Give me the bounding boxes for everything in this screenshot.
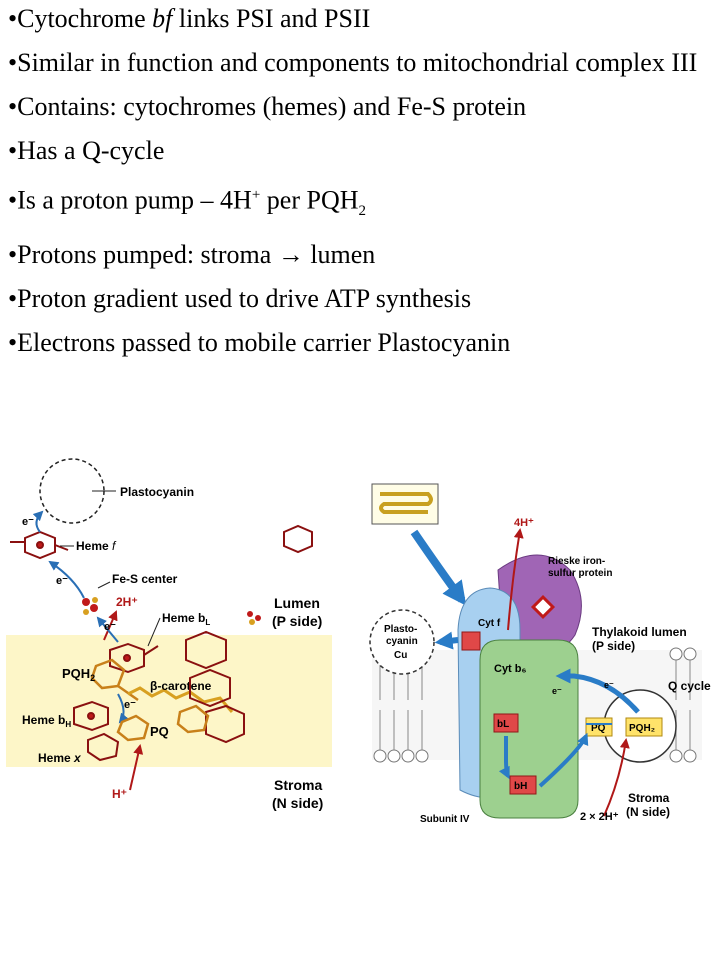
inset-arrow (410, 529, 467, 606)
cyt-b6-label: Cyt b₆ (494, 663, 527, 675)
stroma-label-right: Stroma (628, 791, 670, 805)
e-label-2: e⁻ (56, 575, 68, 587)
bullet-4: •Has a Q-cycle (8, 136, 165, 165)
two-x-two-h-label: 2 × 2H⁺ (580, 811, 619, 823)
heme-x-label: Heme x (38, 751, 82, 765)
h-plus-label: H⁺ (112, 787, 127, 801)
bullet-1: •Cytochrome bf links PSI and PSII (8, 4, 371, 33)
bullet-7: •Proton gradient used to drive ATP synth… (8, 283, 472, 313)
bh-label: bH (514, 781, 527, 792)
p-side-label: (P side) (272, 613, 322, 629)
n-side-label-right: (N side) (626, 805, 670, 819)
rieske-label-1: Rieske iron- (548, 556, 605, 567)
bullet-3: •Contains: cytochromes (hemes) and Fe-S … (8, 92, 527, 121)
n-side-label: (N side) (272, 795, 323, 811)
pqh2-label: PQH2 (62, 666, 95, 683)
carotene-label: β-carotene (150, 679, 212, 693)
fes-center-icon (82, 597, 98, 615)
stroma-label: Stroma (274, 777, 322, 793)
pq-icon (116, 714, 150, 742)
lumen-label: Lumen (274, 595, 320, 611)
heme-bh-icon (73, 700, 109, 732)
bullet-list: •Cytochrome bf links PSI and PSII •Simil… (8, 4, 713, 372)
bullet-2: •Similar in function and components to m… (8, 48, 698, 77)
e-label-4: e⁻ (124, 699, 136, 711)
plasto-label-2: cyanin (386, 636, 418, 647)
heme-f-icon (10, 530, 69, 560)
four-h-label: 4H⁺ (514, 517, 534, 529)
bullet-6: •Protons pumped: stroma → lumen (8, 239, 376, 269)
heme-bl-label: Heme bL (162, 611, 210, 627)
plasto-label-1: Plasto- (384, 624, 417, 635)
cyt-f-label: Cyt f (478, 618, 501, 629)
e-label-right-2: e⁻ (604, 680, 614, 690)
heme-x-icon (87, 732, 120, 762)
pq-label: PQ (150, 724, 169, 739)
q-cycle-label: Q cycle (668, 679, 711, 693)
e-label-1: e⁻ (22, 516, 34, 528)
pqh2-box-label: PQH₂ (629, 723, 655, 734)
heme-bh-label: Heme bH (22, 713, 71, 729)
e-label-3: e⁻ (104, 621, 116, 633)
right-figure: Rieske iron- sulfur protein Cyt f Cyt b₆… (369, 483, 711, 825)
plastocyanin-circle-right (369, 609, 435, 675)
fes-label: Fe-S center (112, 572, 178, 586)
left-figure: Plastocyanin Heme f e⁻ e⁻ Fe-S center 2H… (6, 458, 332, 811)
subunit-iv-label: Subunit IV (420, 814, 470, 825)
carotene-chain (127, 686, 234, 713)
bullet-8: •Electrons passed to mobile carrier Plas… (8, 327, 511, 357)
two-h-label: 2H⁺ (116, 595, 138, 609)
heme-cluster-right (185, 524, 313, 744)
e-label-right-1: e⁻ (552, 686, 562, 696)
bl-label: bL (497, 719, 509, 730)
plasto-label-3: Cu (394, 650, 407, 661)
thylakoid-p-side-label: (P side) (592, 639, 635, 653)
plastocyanin-label: Plastocyanin (120, 485, 194, 499)
heme-bl-icon (109, 642, 159, 674)
pq-box-label: PQ (591, 723, 606, 734)
inset-box (371, 483, 439, 525)
figures: Plastocyanin Heme f e⁻ e⁻ Fe-S center 2H… (6, 458, 711, 825)
bullet-5: •Is a proton pump – 4H+ per PQH2 (8, 185, 366, 219)
rieske-label-2: sulfur protein (548, 568, 612, 579)
thylakoid-lumen-label: Thylakoid lumen (592, 625, 687, 639)
heme-f-label: Heme f (76, 539, 117, 553)
membrane-band (6, 635, 332, 767)
